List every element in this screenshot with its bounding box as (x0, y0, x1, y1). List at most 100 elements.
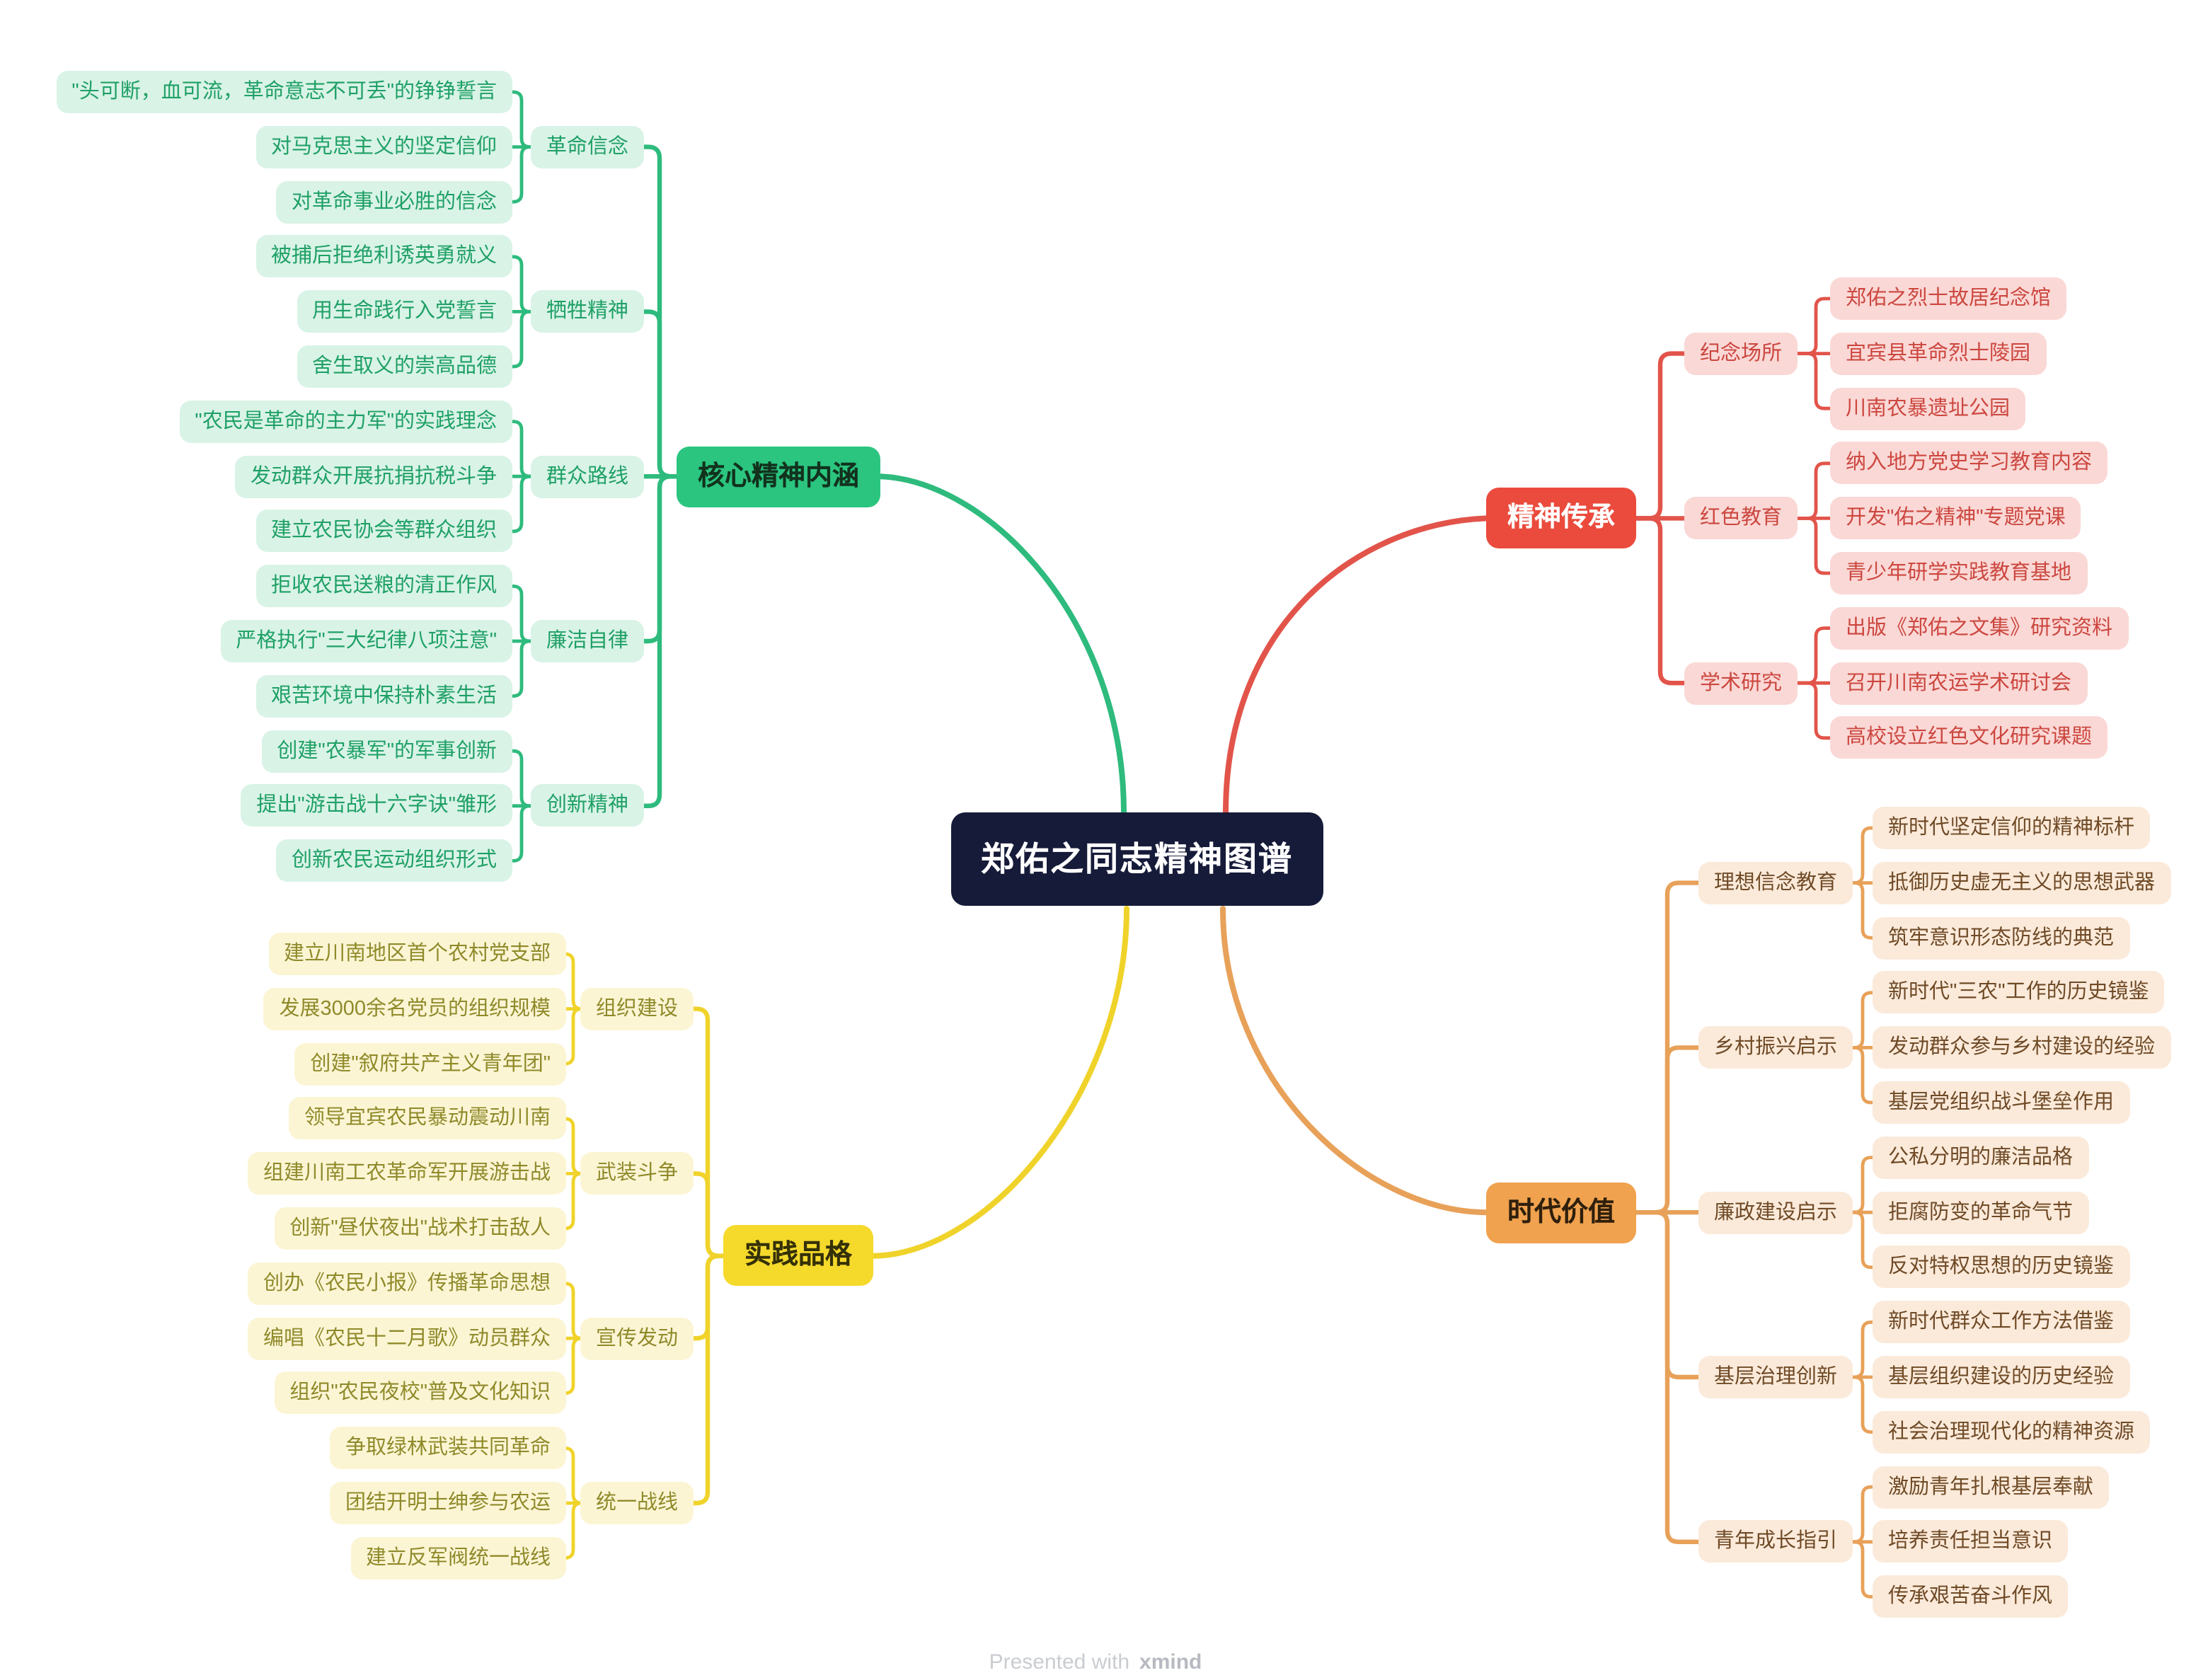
connector (564, 1007, 611, 1066)
watermark: Presented with xmind (0, 1650, 2191, 1674)
subtopic[interactable]: 宣传发动 (580, 1317, 694, 1360)
connector (878, 473, 1127, 815)
connector (1612, 516, 1687, 686)
connector (691, 1253, 747, 1506)
leaf-topic[interactable]: 开发"佑之精神"专题党课 (1830, 497, 2081, 540)
leaf-topic[interactable]: 拒收农民送粮的清正作风 (255, 565, 512, 608)
watermark-brand: xmind (1139, 1650, 1202, 1674)
subtopic[interactable]: 武装斗争 (580, 1152, 694, 1195)
connector (510, 145, 561, 204)
leaf-topic[interactable]: 创新农民运动组织形式 (276, 839, 512, 882)
leaf-topic[interactable]: 组建川南工农革命军开展游击战 (248, 1152, 566, 1195)
leaf-topic[interactable]: 青少年研学实践教育基地 (1830, 552, 2087, 594)
leaf-topic[interactable]: 发动群众参与乡村建设的经验 (1873, 1026, 2170, 1069)
leaf-topic[interactable]: 建立反军阀统一战线 (350, 1536, 566, 1580)
central-topic[interactable]: 郑佑之同志精神图谱 (951, 812, 1323, 906)
branch-heritage[interactable]: 精神传承 (1485, 488, 1636, 549)
connector (1220, 906, 1489, 1216)
connector (1822, 1210, 1875, 1270)
subtopic[interactable]: 纪念场所 (1684, 332, 1798, 375)
subtopic[interactable]: 革命信念 (531, 125, 644, 168)
connector (1767, 681, 1832, 740)
leaf-topic[interactable]: 发展3000余名党员的组织规模 (263, 987, 566, 1030)
leaf-topic[interactable]: "头可断，血可流，革命意志不可丢"的铮铮誓言 (56, 71, 512, 113)
leaf-topic[interactable]: 川南农暴遗址公园 (1830, 387, 2025, 430)
connector (564, 1501, 611, 1560)
leaf-topic[interactable]: 创新"昼伏夜出"战术打击敌人 (274, 1207, 566, 1250)
leaf-topic[interactable]: 激励青年扎根基层奉献 (1873, 1466, 2109, 1509)
leaf-topic[interactable]: 宜宾县革命烈士陵园 (1830, 332, 2046, 375)
connector (641, 474, 701, 808)
subtopic[interactable]: 牺牲精神 (531, 290, 644, 333)
subtopic[interactable]: 理想信念教育 (1698, 861, 1853, 904)
leaf-topic[interactable]: 领导宜宾农民暴动震动川南 (289, 1097, 566, 1140)
leaf-topic[interactable]: "农民是革命的主力军"的实践理念 (179, 400, 512, 443)
leaf-topic[interactable]: 召开川南农运学术研讨会 (1830, 662, 2087, 705)
subtopic[interactable]: 青年成长指引 (1698, 1520, 1853, 1563)
leaf-topic[interactable]: 培养责任担当意识 (1873, 1520, 2068, 1563)
leaf-topic[interactable]: 艰苦环境中保持朴素生活 (255, 674, 512, 718)
leaf-topic[interactable]: 筑牢意识形态防线的典范 (1873, 916, 2129, 960)
branch-core[interactable]: 核心精神内涵 (677, 446, 881, 507)
subtopic[interactable]: 群众路线 (531, 455, 644, 498)
leaf-topic[interactable]: 郑佑之烈士故居纪念馆 (1830, 277, 2066, 320)
connector (1767, 517, 1832, 575)
subtopic[interactable]: 基层治理创新 (1698, 1356, 1853, 1398)
connector (1822, 881, 1875, 940)
leaf-topic[interactable]: 基层组织建设的历史经验 (1873, 1356, 2129, 1398)
connector (564, 1336, 611, 1396)
subtopic[interactable]: 学术研究 (1684, 662, 1798, 705)
leaf-topic[interactable]: 严格执行"三大纪律八项注意" (220, 620, 512, 662)
leaf-topic[interactable]: 创办《农民小报》传播革命思想 (248, 1262, 566, 1305)
connector (1612, 1210, 1701, 1544)
leaf-topic[interactable]: 传承艰苦奋斗作风 (1873, 1575, 2068, 1618)
subtopic[interactable]: 统一战线 (580, 1482, 694, 1524)
subtopic[interactable]: 廉政建设启示 (1698, 1191, 1853, 1234)
leaf-topic[interactable]: 反对特权思想的历史镜鉴 (1873, 1245, 2129, 1289)
leaf-topic[interactable]: 高校设立红色文化研究课题 (1830, 716, 2107, 759)
connector (564, 1172, 611, 1231)
leaf-topic[interactable]: 用生命践行入党誓言 (297, 290, 512, 333)
connector (870, 906, 1129, 1259)
leaf-topic[interactable]: 舍生取义的崇高品德 (297, 345, 512, 388)
connector (510, 639, 561, 698)
leaf-topic[interactable]: 拒腐防变的革命气节 (1873, 1191, 2088, 1234)
leaf-topic[interactable]: 创建"农暴军"的军事创新 (261, 730, 512, 773)
connector (510, 310, 561, 369)
leaf-topic[interactable]: 提出"游击战十六字诀"雏形 (241, 784, 512, 827)
subtopic[interactable]: 红色教育 (1684, 497, 1798, 540)
leaf-topic[interactable]: 被捕后拒绝利诱英勇就义 (255, 235, 512, 278)
leaf-topic[interactable]: 团结开明士绅参与农运 (330, 1482, 566, 1524)
leaf-topic[interactable]: 新时代群众工作方法借鉴 (1873, 1301, 2129, 1344)
subtopic[interactable]: 廉洁自律 (531, 620, 644, 662)
leaf-topic[interactable]: 公私分明的廉洁品格 (1873, 1136, 2088, 1179)
subtopic[interactable]: 组织建设 (580, 987, 694, 1030)
watermark-text: Presented with (989, 1650, 1130, 1674)
leaf-topic[interactable]: 发动群众开展抗捐抗税斗争 (235, 455, 512, 498)
leaf-topic[interactable]: 对马克思主义的坚定信仰 (255, 125, 512, 168)
leaf-topic[interactable]: 组织"农民夜校"普及文化知识 (274, 1371, 566, 1415)
leaf-topic[interactable]: 抵御历史虚无主义的思想武器 (1873, 861, 2170, 904)
leaf-topic[interactable]: 创建"叙府共产主义青年团" (294, 1042, 566, 1086)
connector (1223, 515, 1489, 815)
leaf-topic[interactable]: 新时代"三农"工作的历史镜鉴 (1873, 971, 2165, 1014)
leaf-topic[interactable]: 对革命事业必胜的信念 (276, 180, 512, 224)
branch-value[interactable]: 时代价值 (1485, 1182, 1636, 1243)
leaf-topic[interactable]: 社会治理现代化的精神资源 (1873, 1410, 2150, 1454)
subtopic[interactable]: 乡村振兴启示 (1698, 1026, 1853, 1069)
connector (1767, 352, 1832, 410)
branch-practice[interactable]: 实践品格 (723, 1225, 874, 1287)
leaf-topic[interactable]: 出版《郑佑之文集》研究资料 (1830, 606, 2128, 650)
leaf-topic[interactable]: 建立川南地区首个农村党支部 (268, 933, 566, 975)
leaf-topic[interactable]: 编唱《农民十二月歌》动员群众 (248, 1317, 566, 1360)
subtopic[interactable]: 创新精神 (531, 784, 644, 827)
leaf-topic[interactable]: 基层党组织战斗堡垒作用 (1873, 1081, 2129, 1124)
leaf-topic[interactable]: 争取绿林武装共同革命 (330, 1427, 566, 1470)
connector (510, 474, 561, 534)
leaf-topic[interactable]: 新时代坚定信仰的精神标杆 (1873, 807, 2150, 849)
leaf-topic[interactable]: 纳入地方党史学习教育内容 (1830, 442, 2107, 485)
leaf-topic[interactable]: 建立农民协会等群众组织 (255, 510, 512, 553)
